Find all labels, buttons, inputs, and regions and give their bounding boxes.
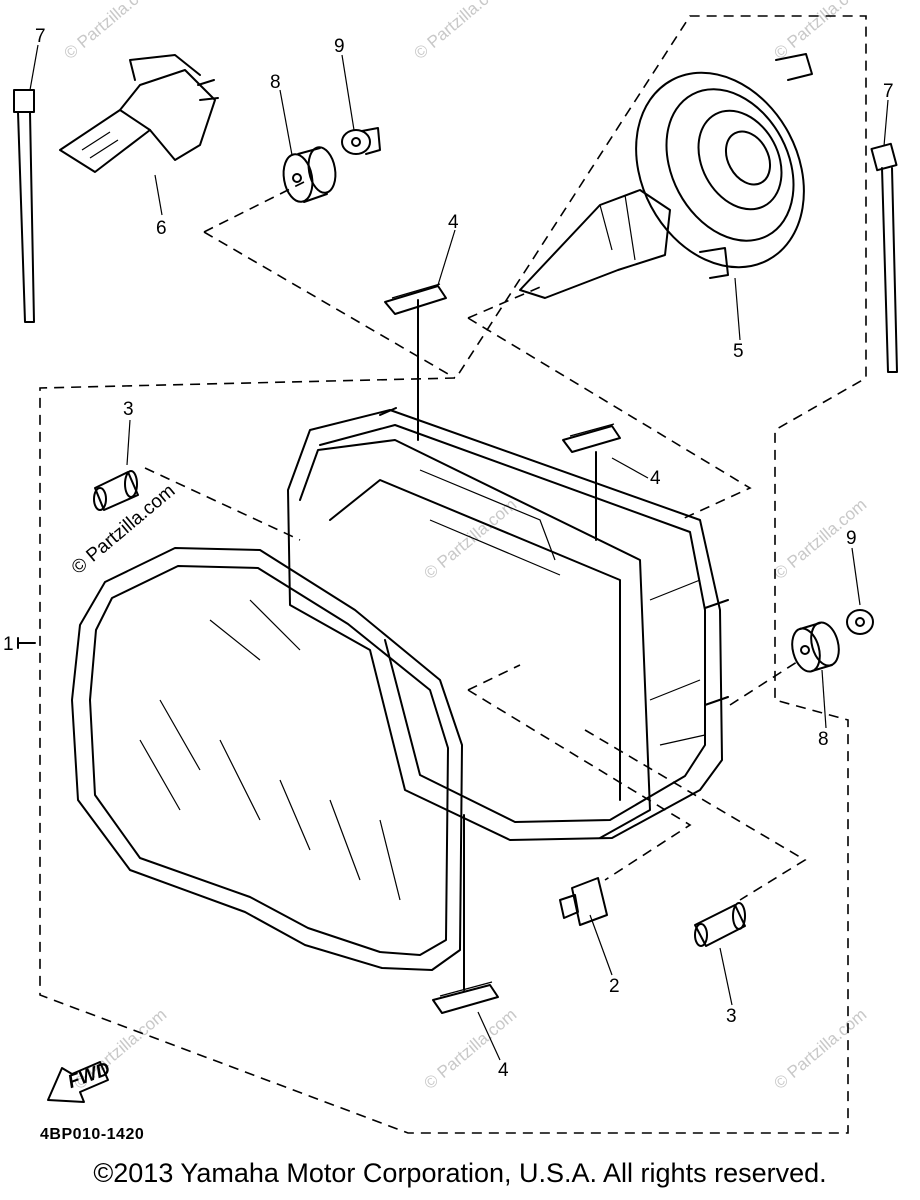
bulb-socket xyxy=(519,53,813,299)
callout-leader xyxy=(734,277,741,341)
watermark: © Partzilla.com xyxy=(60,0,160,63)
watermark-prominent: © Partzilla.com xyxy=(68,480,180,578)
callout-leader xyxy=(883,99,889,147)
callout-leader xyxy=(477,1011,501,1061)
callout-leader xyxy=(589,914,613,976)
callout-4-right: 4 xyxy=(650,468,661,489)
grommet-top xyxy=(282,146,337,203)
leader-line xyxy=(467,689,692,881)
callout-9-right: 9 xyxy=(846,528,857,549)
callout-8-top: 8 xyxy=(270,72,281,93)
grommet-right xyxy=(791,621,840,673)
leader-line xyxy=(584,729,807,901)
leader-line xyxy=(467,317,752,521)
callout-7-left: 7 xyxy=(35,26,46,47)
callout-5: 5 xyxy=(733,341,744,362)
clip-bottom xyxy=(432,981,499,1014)
watermark: © Partzilla.com xyxy=(410,0,510,63)
callout-leader xyxy=(821,669,827,729)
leader-line xyxy=(467,664,521,691)
leader-line xyxy=(203,181,305,233)
callout-leader xyxy=(851,547,861,606)
nut-top xyxy=(341,127,381,155)
assembly-marker xyxy=(17,637,36,649)
callout-leader xyxy=(437,229,456,286)
callout-4-top: 4 xyxy=(448,212,459,233)
callout-7-right: 7 xyxy=(883,81,894,102)
leader-line xyxy=(729,659,801,706)
cable-tie-left xyxy=(13,89,35,323)
assembly-boundary xyxy=(39,15,867,1134)
callout-leader xyxy=(341,54,355,131)
diagram-reference-code: 4BP010-1420 xyxy=(40,1126,145,1143)
callout-4-bottom: 4 xyxy=(498,1060,509,1081)
fwd-arrow-icon: FWD xyxy=(47,1058,113,1103)
leader-line xyxy=(144,467,301,541)
callout-leader xyxy=(29,44,39,91)
watermark: © Partzilla.com xyxy=(770,1005,870,1093)
callout-3-right: 3 xyxy=(726,1006,737,1027)
cable-tie-right xyxy=(870,142,898,373)
clip-top-right xyxy=(562,423,621,453)
callout-leader xyxy=(154,174,163,216)
headlight-bulb xyxy=(59,54,219,173)
leader-line xyxy=(467,284,546,319)
socket-part-2 xyxy=(559,877,608,926)
position-lamp-socket-right xyxy=(694,902,746,947)
nut-right xyxy=(846,609,874,635)
copyright-notice: ©2013 Yamaha Motor Corporation, U.S.A. A… xyxy=(93,1158,827,1188)
leader-line xyxy=(203,231,456,379)
clip-top-left xyxy=(384,283,447,315)
callout-leader xyxy=(126,419,131,466)
watermark: © Partzilla.com xyxy=(420,495,520,583)
position-lamp-socket-left xyxy=(93,470,139,511)
callout-6: 6 xyxy=(156,218,167,239)
callout-8-right: 8 xyxy=(818,729,829,750)
callout-3-left: 3 xyxy=(123,399,134,420)
headlight-lens xyxy=(71,547,463,971)
callout-leader xyxy=(719,947,733,1006)
callout-leader xyxy=(611,457,649,479)
watermark: © Partzilla.com xyxy=(770,0,870,63)
callout-1: 1 xyxy=(3,634,14,655)
callout-2: 2 xyxy=(609,976,620,997)
callout-leader xyxy=(279,89,293,156)
headlight-housing xyxy=(287,407,729,841)
callout-9-top: 9 xyxy=(334,36,345,57)
